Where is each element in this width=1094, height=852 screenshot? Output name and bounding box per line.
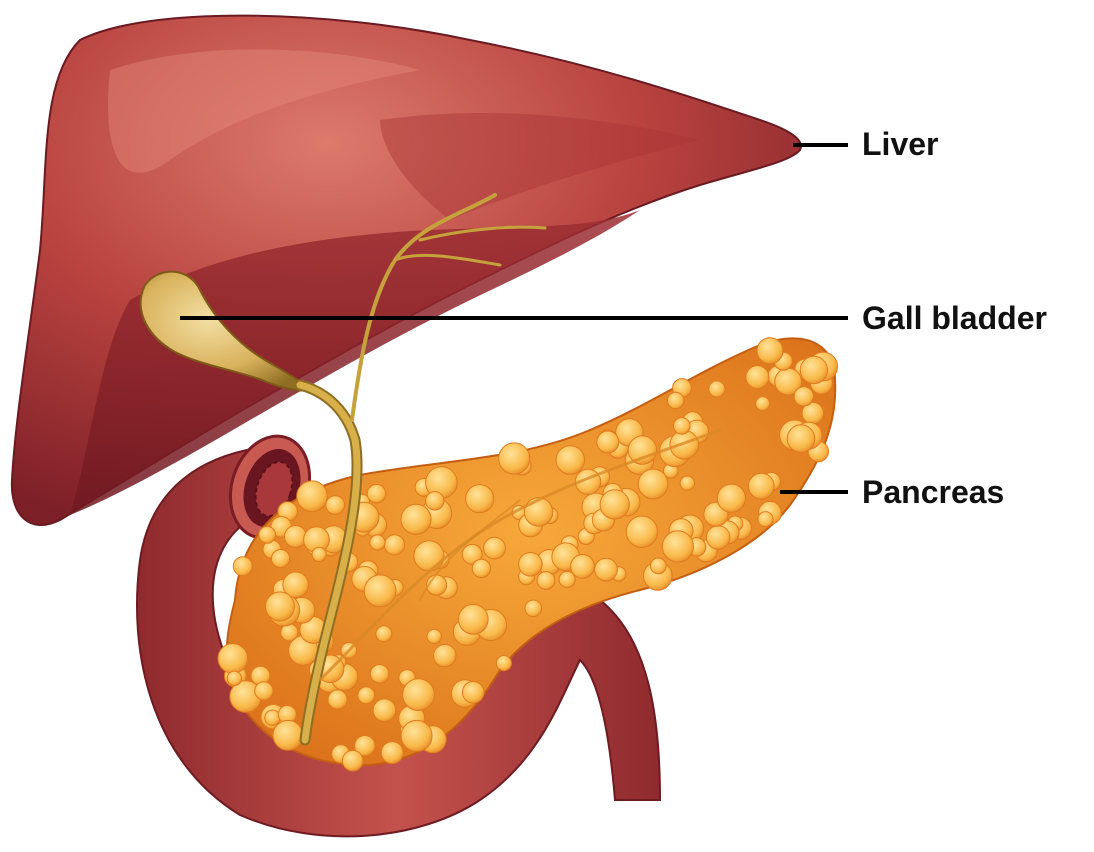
pancreas-lobule <box>265 710 280 725</box>
pancreas-lobule <box>370 535 385 550</box>
liver-label: Liver <box>862 126 938 163</box>
pancreas-lobule <box>312 547 326 561</box>
pancreas-lobule <box>233 557 252 576</box>
pancreas-lobule <box>326 496 345 515</box>
pancreas-lobule <box>556 446 585 475</box>
pancreas-lobule <box>427 629 441 643</box>
pancreas-lobule <box>370 665 389 684</box>
pancreas-lobule <box>414 541 444 571</box>
pancreas-lobule <box>462 682 484 704</box>
pancreas-lobule <box>266 592 295 621</box>
pancreas-lobule <box>401 720 432 751</box>
pancreas-lobule <box>650 558 666 574</box>
pancreas-lobule <box>499 443 530 474</box>
pancreas-lobule <box>472 559 490 577</box>
pancreas-lobule <box>717 484 745 512</box>
pancreas-lobule <box>458 604 488 634</box>
pancreas-lobule <box>358 687 375 704</box>
pancreas-lobule <box>800 356 827 383</box>
pancreas-lobule <box>748 473 774 499</box>
pancreas-lobule <box>597 431 619 453</box>
gall-bladder-label: Gall bladder <box>862 300 1047 337</box>
pancreas-lobule <box>794 387 813 406</box>
pancreas-lobule <box>273 720 303 750</box>
pancreas-lobule <box>285 526 307 548</box>
pancreas-lobule <box>373 699 396 722</box>
pancreas-lobule <box>297 481 328 512</box>
pancreas-lobule <box>670 431 699 460</box>
pancreas-lobule <box>384 535 404 555</box>
pancreas-lobule <box>756 397 770 411</box>
pancreas-lobule <box>525 600 542 617</box>
pancreas-lobule <box>227 671 241 685</box>
pancreas-lobule <box>367 484 386 503</box>
pancreas-lobule <box>364 575 396 607</box>
pancreas-lobule <box>255 682 273 700</box>
pancreas-lobule <box>484 537 506 559</box>
pancreas-lobule <box>709 381 725 397</box>
pancreas-lobule <box>524 498 552 526</box>
pancreas-label: Pancreas <box>862 474 1004 511</box>
pancreas-lobule <box>272 550 290 568</box>
pancreas-lobule <box>757 338 783 364</box>
pancreas-lobule <box>758 512 773 527</box>
pancreas-lobule <box>426 492 444 510</box>
pancreas-lobule <box>537 572 555 590</box>
pancreas-lobule <box>662 531 693 562</box>
pancreas-lobule <box>600 490 629 519</box>
pancreas-lobule <box>381 742 403 764</box>
pancreas-lobule <box>680 476 694 490</box>
pancreas-lobule <box>595 558 618 581</box>
pancreas-lobule <box>787 425 815 453</box>
pancreas-lobule <box>218 644 248 674</box>
pancreas-lobule <box>434 644 456 666</box>
pancreas-lobule <box>706 526 730 550</box>
pancreas-lobule <box>466 485 494 513</box>
pancreas-lobule <box>376 626 392 642</box>
pancreas-lobule <box>403 679 435 711</box>
pancreas-lobule <box>571 555 595 579</box>
pancreas-lobule <box>259 526 276 543</box>
pancreas-lobule <box>328 690 347 709</box>
pancreas-lobule <box>674 418 691 435</box>
pancreas-lobule <box>626 516 657 547</box>
pancreas-lobule <box>638 469 668 499</box>
pancreas-lobule <box>668 392 684 408</box>
pancreas-lobule <box>496 656 511 671</box>
pancreas-lobule <box>746 366 769 389</box>
pancreas-lobule <box>342 750 363 771</box>
pancreas-lobule <box>401 504 431 534</box>
pancreas-lobule <box>519 553 543 577</box>
